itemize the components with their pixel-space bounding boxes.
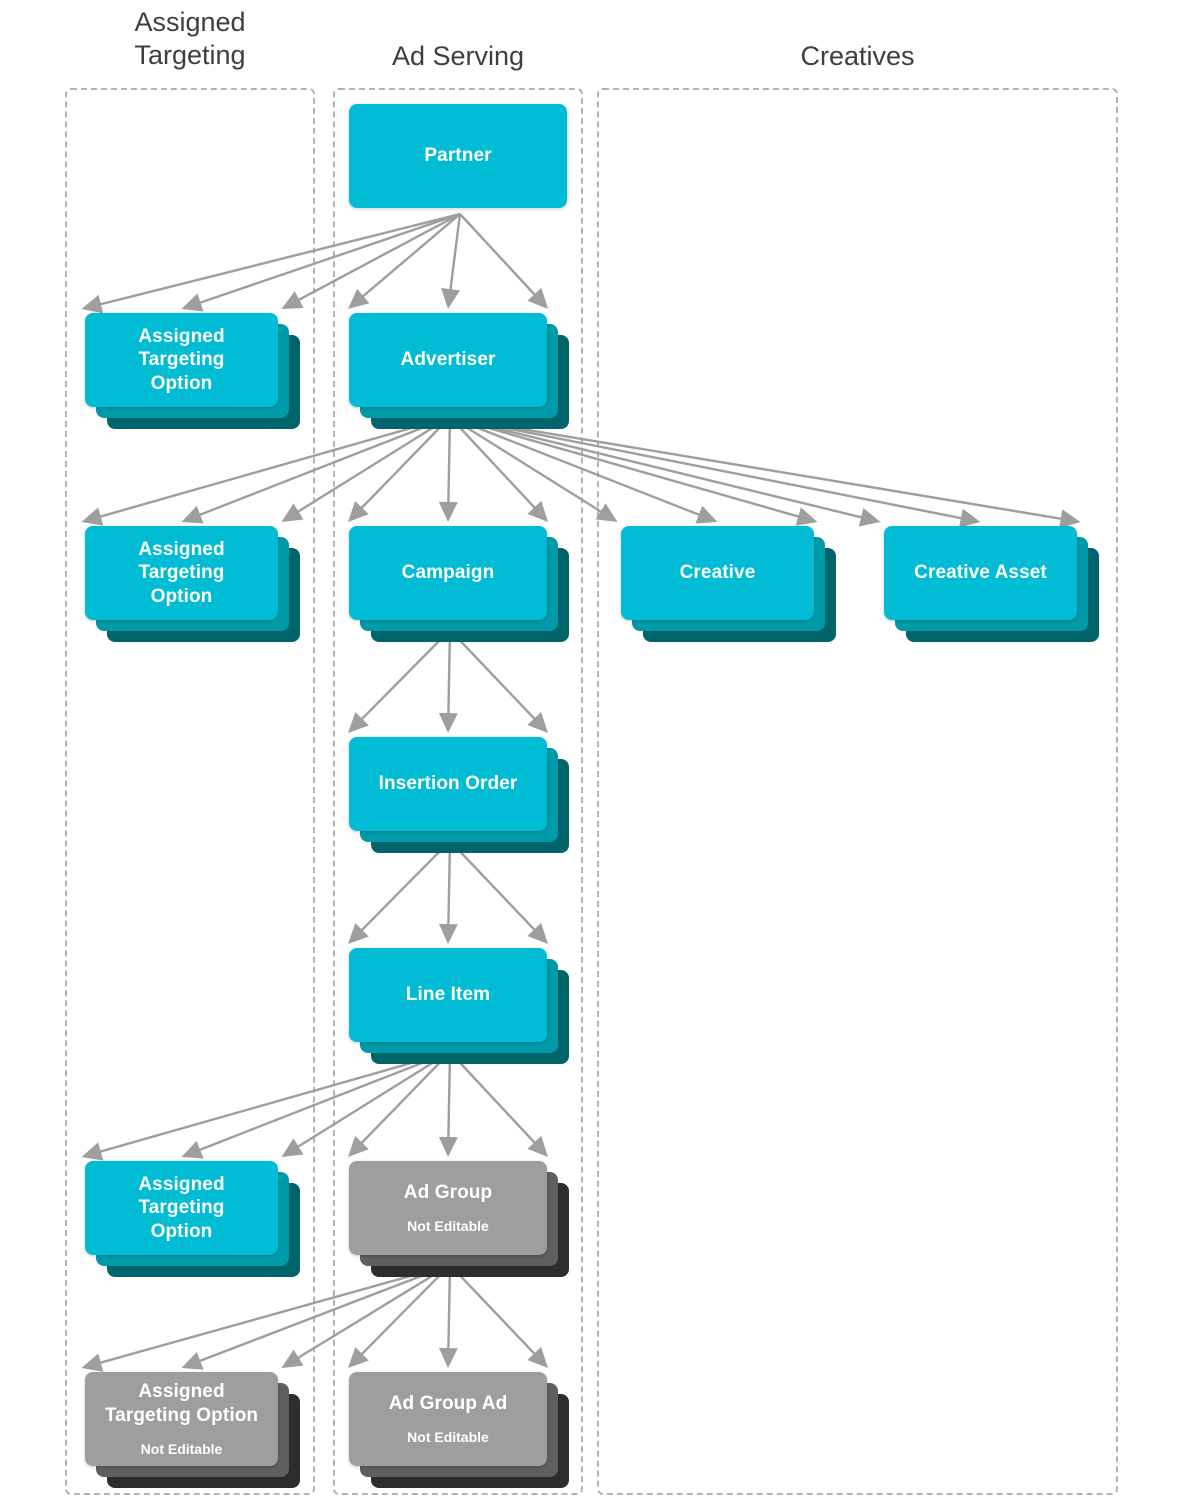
node-face-partner[interactable]: Partner <box>349 104 567 208</box>
node-face-campaign[interactable]: Campaign <box>349 526 547 620</box>
node-title: Advertiser <box>400 349 496 371</box>
node-title-line: Targeting <box>138 562 225 584</box>
column-header-line: Ad Serving <box>391 41 525 71</box>
node-title-line: Assigned <box>138 539 225 561</box>
node-creative[interactable]: Creative <box>621 526 836 642</box>
node-line-item[interactable]: Line Item <box>349 948 569 1064</box>
node-creative-asset[interactable]: Creative Asset <box>884 526 1099 642</box>
header-creatives: Creatives <box>597 40 1118 73</box>
column-header-line: Assigned <box>134 7 246 37</box>
node-title-line: Option <box>150 585 213 607</box>
header-ad-serving: Ad Serving <box>333 40 583 73</box>
lane-ad-serving <box>333 88 583 1495</box>
node-title: Insertion Order <box>378 773 518 795</box>
lane-creatives <box>597 88 1118 1495</box>
node-title: Ad Group Ad <box>388 1393 508 1415</box>
node-title-line: Option <box>150 1220 213 1242</box>
node-title-line: Assigned <box>138 326 225 348</box>
node-partner[interactable]: Partner <box>349 104 589 230</box>
node-title: Line Item <box>405 984 491 1006</box>
node-face-advertiser[interactable]: Advertiser <box>349 313 547 407</box>
node-not-editable-label: Not Editable <box>407 1429 489 1446</box>
node-not-editable-label: Not Editable <box>140 1440 223 1457</box>
node-campaign[interactable]: Campaign <box>349 526 569 642</box>
node-insertion-order[interactable]: Insertion Order <box>349 737 569 853</box>
node-title-line: Assigned <box>138 1381 225 1403</box>
node-face-creative-asset[interactable]: Creative Asset <box>884 526 1077 620</box>
lane-assigned-targeting <box>65 88 315 1495</box>
node-ad-group-ad[interactable]: Ad Group Ad Not Editable <box>349 1372 569 1488</box>
node-face-insertion-order[interactable]: Insertion Order <box>349 737 547 831</box>
column-header-line: Targeting <box>134 39 246 70</box>
node-title: Creative <box>679 562 756 584</box>
node-title: Campaign <box>401 562 495 584</box>
node-title-line: Option <box>150 372 213 394</box>
node-title-line: Targeting Option <box>104 1404 259 1426</box>
column-header-line: Creatives <box>800 41 915 71</box>
node-title-line: Targeting <box>138 1197 225 1219</box>
node-title: Partner <box>424 145 492 167</box>
node-title-line: Assigned <box>138 1174 225 1196</box>
node-title: Ad Group <box>403 1182 493 1204</box>
node-title-line: Targeting <box>138 349 225 371</box>
node-not-editable-label: Not Editable <box>407 1218 489 1235</box>
node-face-creative[interactable]: Creative <box>621 526 814 620</box>
node-title: Creative Asset <box>914 562 1047 584</box>
node-face-ad-group-ad[interactable]: Ad Group Ad Not Editable <box>349 1372 547 1466</box>
node-advertiser[interactable]: Advertiser <box>349 313 569 429</box>
node-face-line-item[interactable]: Line Item <box>349 948 547 1042</box>
